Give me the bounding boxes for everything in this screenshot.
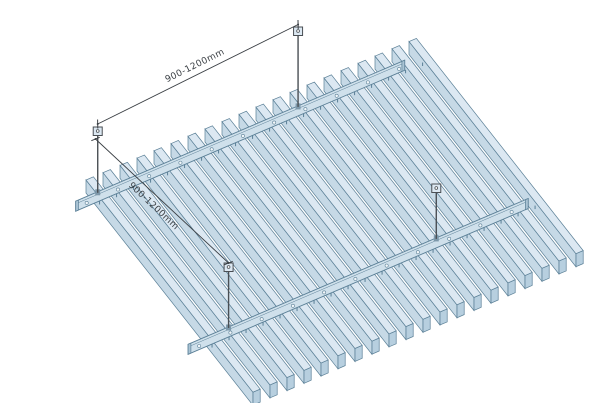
hanger-bracket-hole [226, 265, 231, 269]
carrier-hole [509, 210, 514, 214]
carrier-hole [147, 174, 152, 179]
carrier-end-cap [401, 59, 406, 72]
carrier-hole [259, 317, 264, 322]
carrier-flange-line [75, 62, 405, 205]
carrier-end-cap [525, 197, 529, 211]
carrier-hole [366, 80, 370, 85]
carrier-hole [241, 134, 245, 138]
carrier-end-cap [187, 342, 192, 355]
carrier-hole [447, 236, 452, 241]
carrier-hole [116, 187, 120, 192]
dimension-endpoint [297, 23, 300, 26]
carrier-hole [272, 120, 277, 125]
carrier-flange-line [188, 200, 529, 348]
dimension-label-hanger-spacing: 900-1200mm [164, 47, 227, 85]
carrier-end-cap [75, 199, 79, 212]
dimension-endpoint [94, 138, 97, 140]
carrier-hole [291, 303, 295, 308]
dimension-line-carrier-spacing [95, 138, 229, 264]
carrier-hole [228, 330, 233, 335]
carrier-hole [353, 277, 358, 281]
carrier-hole [384, 263, 389, 268]
carrier-hole [322, 290, 327, 295]
carrier-hole [397, 67, 402, 71]
carrier-hole [334, 93, 339, 98]
hanger-bracket-hole [434, 186, 439, 190]
dimension-line-hanger-spacing [97, 24, 299, 125]
dimension-lines-group [91, 19, 300, 266]
carrier-hole [209, 147, 214, 152]
carrier-hole [178, 160, 183, 165]
carrier-hole [415, 250, 420, 255]
carrier-hole [478, 223, 483, 228]
carrier-hole [197, 344, 202, 348]
carrier-hole [303, 107, 308, 112]
dimension-endpoint [227, 262, 230, 264]
hanger-rods-group [92, 26, 442, 331]
baffle-top-face [408, 37, 584, 255]
hanger-bracket-hole [95, 129, 100, 133]
dimension-endpoint [96, 123, 99, 125]
carrier-rails-group [75, 59, 536, 355]
carrier-hole [84, 201, 89, 205]
hanger-bracket-hole [296, 29, 300, 33]
